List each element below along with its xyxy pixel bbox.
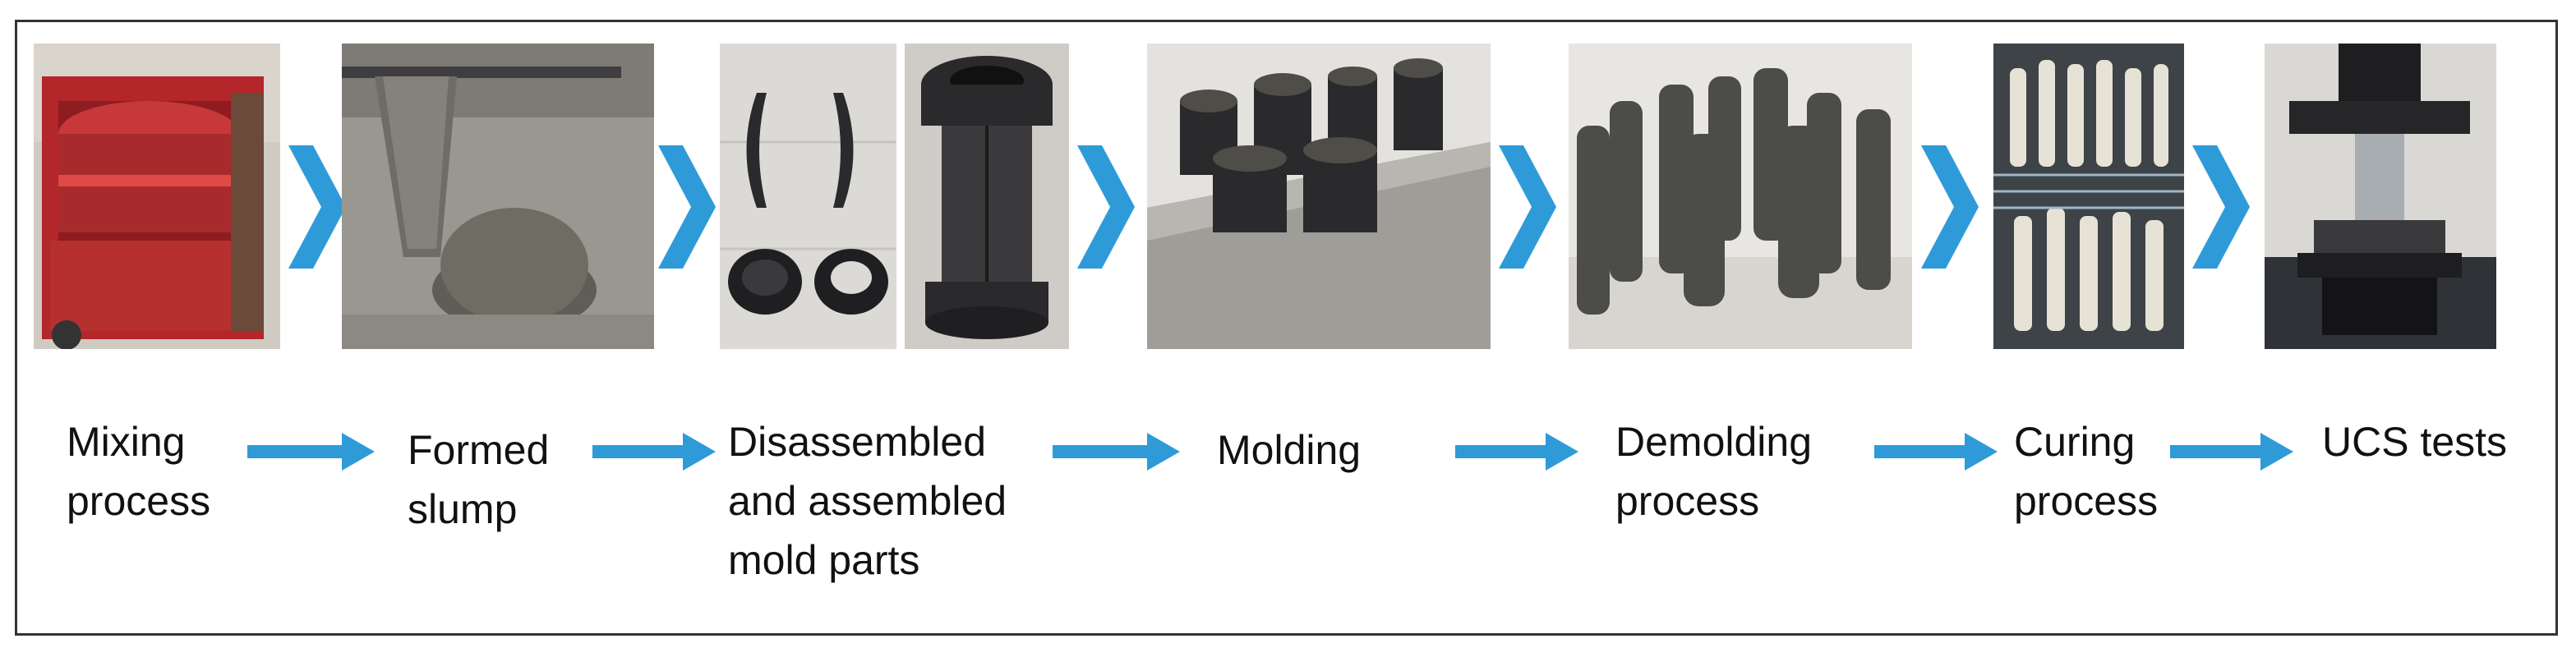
chevron-right-icon xyxy=(288,145,346,269)
photo-ucs-tests xyxy=(2265,44,2496,349)
photo-assembled-mold xyxy=(905,44,1069,349)
photo-mixing xyxy=(34,44,280,349)
arrow-right-icon xyxy=(1455,433,1578,471)
figure-frame: Mixing process Formed slump Disassembled… xyxy=(15,20,2558,636)
step-label-demolding: Demolding process xyxy=(1615,419,1813,524)
arrow-right-icon xyxy=(2170,433,2293,471)
photo-disassembled-mold xyxy=(720,44,896,349)
arrow-right-icon xyxy=(1053,433,1180,471)
photo-curing xyxy=(1993,44,2184,349)
step-label-mold-parts: Disassembled and assembled mold parts xyxy=(728,419,1007,583)
chevron-right-icon xyxy=(1077,145,1135,269)
chevron-right-icon xyxy=(1499,145,1556,269)
photo-formed-slump xyxy=(342,44,654,349)
step-label-formed-slump: Formed slump xyxy=(408,427,550,532)
arrow-right-icon xyxy=(592,433,716,471)
chevron-right-icon xyxy=(1921,145,1979,269)
step-label-curing: Curing process xyxy=(2014,419,2159,524)
arrow-right-icon xyxy=(247,433,375,471)
step-label-ucs-tests: UCS tests xyxy=(2322,419,2508,465)
photo-molding xyxy=(1147,44,1491,349)
chevron-right-icon xyxy=(658,145,716,269)
arrow-right-icon xyxy=(1874,433,1998,471)
step-label-mixing: Mixing process xyxy=(67,419,211,524)
photo-demolding xyxy=(1569,44,1912,349)
step-label-molding: Molding xyxy=(1217,427,1362,473)
chevron-right-icon xyxy=(2192,145,2250,269)
